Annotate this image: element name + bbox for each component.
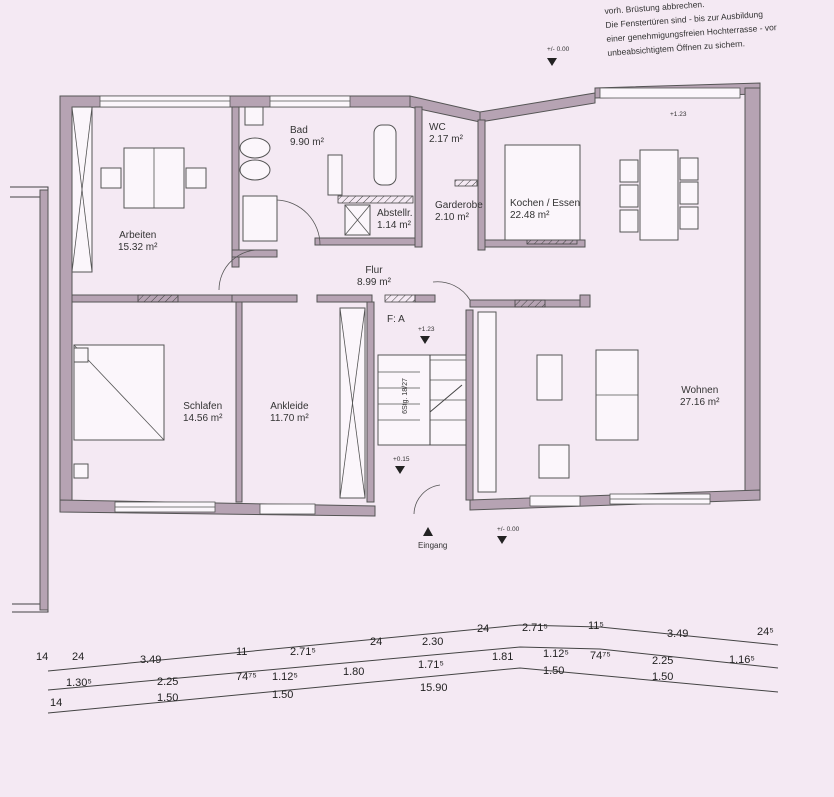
label-fa: F: A xyxy=(387,314,405,325)
dim: 1.80 xyxy=(343,666,365,678)
label-entrance: Eingang xyxy=(418,541,448,550)
dim: 1.81 xyxy=(492,651,514,663)
room-abstellraum: Abstellr.1.14 m² xyxy=(377,208,413,231)
dim: 14 xyxy=(36,651,49,663)
exterior-walls xyxy=(59,82,761,517)
dim: 24 xyxy=(72,651,85,663)
dim: 2.71⁵ xyxy=(522,622,548,634)
dim: 2.71⁵ xyxy=(290,646,316,658)
level-marker-icon xyxy=(497,536,507,544)
dim: 2.25 xyxy=(157,676,179,688)
dim: 14 xyxy=(50,697,63,709)
dim: 24 xyxy=(477,623,490,635)
level-hall: +1.23 xyxy=(418,326,435,333)
dim: 24 xyxy=(370,636,383,648)
interior-walls xyxy=(71,106,591,503)
dim: 1.50 xyxy=(272,689,294,701)
entrance-marker-icon xyxy=(423,527,433,536)
dim: 24⁵ xyxy=(757,626,774,638)
dim: 3.49 xyxy=(667,628,689,640)
dim: 74⁷⁵ xyxy=(236,671,257,683)
dim: 1.30⁵ xyxy=(66,677,92,689)
level-top: +/- 0.00 xyxy=(547,46,570,53)
level-marker-icon xyxy=(547,58,557,66)
dim: 15.90 xyxy=(420,682,448,694)
dim: 2.30 xyxy=(422,636,444,648)
dim: 1.50 xyxy=(652,671,674,683)
dim: 1.50 xyxy=(543,665,565,677)
dim: 1.16⁵ xyxy=(729,654,755,666)
dim: 11 xyxy=(236,646,248,658)
level-terrace: +1.23 xyxy=(670,111,687,118)
dim: 2.25 xyxy=(652,655,674,667)
level-marker-icon xyxy=(395,466,405,474)
furniture xyxy=(71,106,699,515)
dim: 3.49 xyxy=(140,654,162,666)
dim: 1.12⁵ xyxy=(272,671,298,683)
dim: 1.71⁵ xyxy=(418,659,444,671)
dim: 11⁵ xyxy=(588,620,604,632)
dim: 1.12⁵ xyxy=(543,648,569,660)
dim: 1.50 xyxy=(157,692,179,704)
level-marker-icon xyxy=(420,336,430,344)
left-annex xyxy=(10,186,49,613)
level-entry: +0.15 xyxy=(393,456,410,463)
level-outside: +/- 0.00 xyxy=(497,526,520,533)
dim: 74⁷⁵ xyxy=(590,650,611,662)
